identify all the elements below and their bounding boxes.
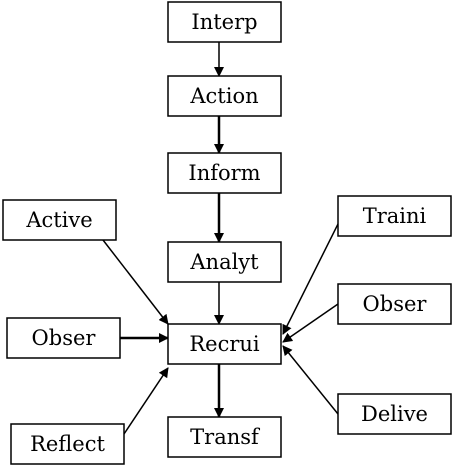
arrow-delive-to-recrui (282, 345, 339, 415)
node-label: Obser (363, 292, 428, 316)
node-label: Obser (32, 326, 97, 350)
node-label: Transf (190, 425, 261, 449)
arrow-traini-to-recrui (282, 223, 339, 335)
node-label: Traini (363, 204, 427, 228)
node-label: Recrui (189, 332, 260, 356)
node-delive: Delive (337, 393, 452, 435)
node-transf: Transf (167, 416, 282, 458)
node-inform: Inform (167, 152, 282, 194)
node-label: Analyt (189, 250, 259, 274)
node-label: Action (189, 84, 258, 108)
node-label: Delive (361, 402, 428, 426)
arrow-reflect-to-recrui (123, 367, 169, 435)
node-label: Reflect (30, 432, 105, 456)
node-traini: Traini (337, 195, 452, 237)
node-recrui: Recrui (167, 323, 282, 365)
node-obser-right: Obser (337, 283, 452, 325)
arrow-active-to-recrui (102, 239, 169, 325)
node-reflect: Reflect (10, 423, 125, 465)
node-label: Inform (188, 161, 260, 185)
edges-layer (102, 42, 339, 435)
node-active: Active (2, 199, 117, 241)
node-label: Active (25, 208, 92, 232)
node-label: Interp (191, 10, 257, 34)
node-obser-left: Obser (6, 317, 121, 359)
node-action: Action (167, 75, 282, 117)
node-analyt: Analyt (167, 241, 282, 283)
arrow-obser-r-to-recrui (282, 303, 339, 343)
node-interp: Interp (167, 1, 282, 43)
